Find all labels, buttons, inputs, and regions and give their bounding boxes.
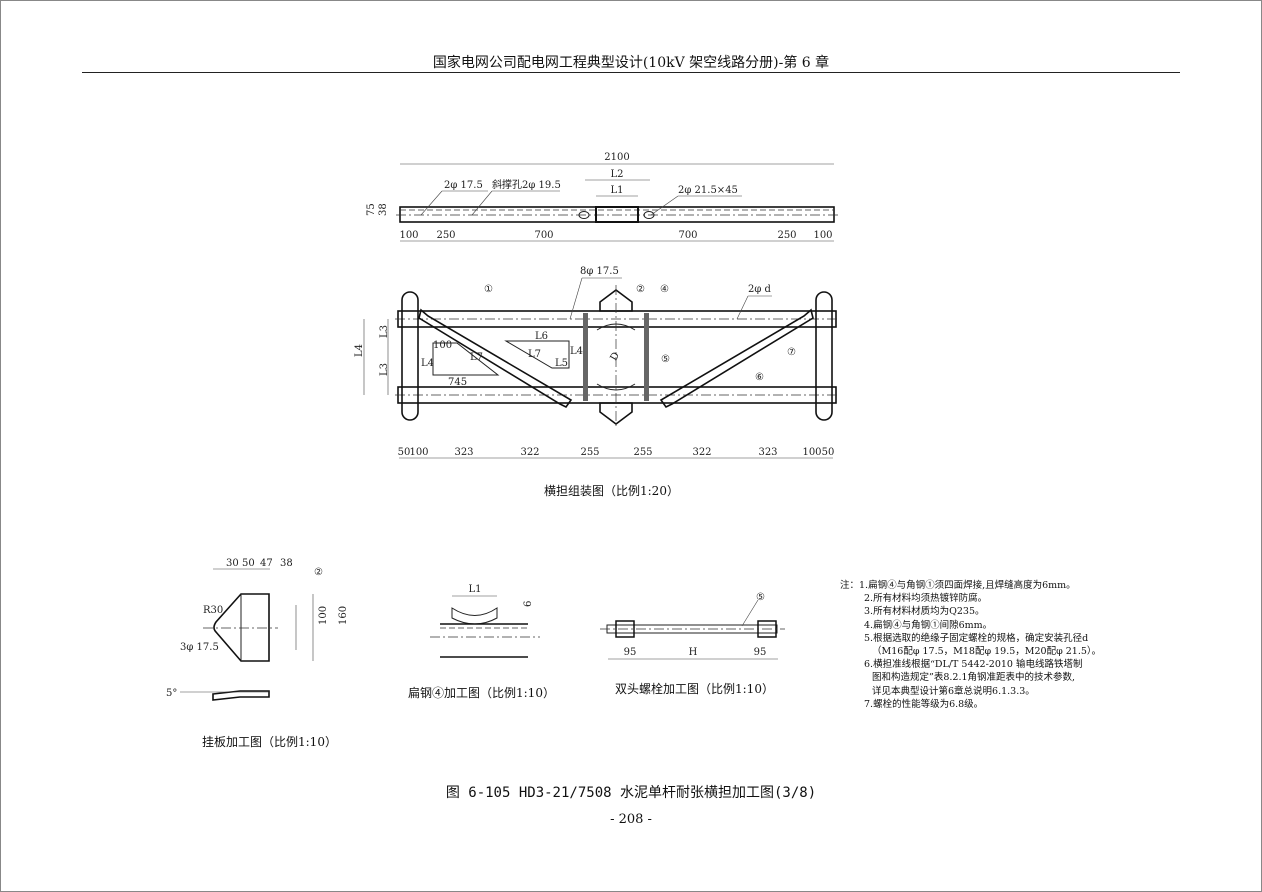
dim-overall: 2100 [604,152,629,163]
plate-drawing: 30 50 47 38 ② R30 3φ 17.5 100 160 5° [166,558,349,701]
part-5-label: ⑤ [756,592,765,603]
part-4-label: ④ [660,284,669,295]
dim-label: 323 [454,447,473,458]
tri1-bottom: 745 [448,377,467,388]
dim-l1: L1 [610,185,623,196]
dim-label: 250 [777,230,796,241]
dim-label: 47 [260,558,273,569]
dim-75: 75 [366,203,377,216]
note-item: 6.横担准线根据“DL/T 5442-2010 输电线路铁塔制 [864,659,1083,671]
note-item: 图和构造规定”表8.2.1角钢准距表中的技术参数, [872,672,1076,684]
dim-l3-bottom: L3 [379,363,390,376]
dim-l2: L2 [610,169,623,180]
part-7-label: ⑦ [787,347,796,358]
header-rule [82,72,1180,73]
flat-steel-caption: 扁钢④加工图（比例1:10） [408,686,555,700]
stud-bolt-caption: 双头螺栓加工图（比例1:10） [615,682,774,696]
note-item: 详见本典型设计第6章总说明6.1.3.3。 [872,685,1035,697]
dim-38: 38 [378,203,389,216]
stud-bolt-drawing: ⑤ 95 H 95 [600,592,785,660]
note-item: 5.根据选取的绝缘子固定螺栓的规格，确定安装孔径d [864,632,1089,644]
tri1-side: L4 [421,358,434,369]
dim-label: 100 [399,230,418,241]
dim-label: H [689,647,698,658]
plate-caption: 挂板加工图（比例1:10） [202,735,337,749]
notes-label: 注： [840,580,860,591]
dim-label: 322 [692,447,711,458]
dim-thickness: 6 [523,601,534,607]
hole-label-2: 斜撑孔2φ 19.5 [492,178,561,191]
tri2-bottom: L5 [555,358,568,369]
note-item: 2.所有材料均须热镀锌防腐。 [864,593,988,605]
tri2-hyp: L7 [528,349,541,360]
dim-label: 700 [678,230,697,241]
note-item: 1.扁钢④与角钢①须四面焊接,且焊缝高度为6mm。 [859,580,1076,591]
bolt-holes-label: 8φ 17.5 [580,266,619,277]
assembly-caption: 横担组装图（比例1:20） [544,484,679,498]
note-item: 4.扁钢④与角钢①间隙6mm。 [864,619,993,631]
dim-label: 250 [436,230,455,241]
dim-label: 95 [754,647,767,658]
assembly-view: 100 L4 L7 745 L6 L4 L7 L5 D 8φ 17.5 2φ d… [354,266,840,459]
diameter-label: D [609,351,623,363]
note-item: （M16配φ 17.5，M18配φ 19.5，M20配φ 21.5）。 [872,646,1102,658]
flat-steel-drawing: L1 6 [430,584,540,658]
tri2-top: L6 [535,331,548,342]
part-6-label: ⑥ [755,372,764,383]
figure-caption: 图 6-105 HD3-21/7508 水泥单杆耐张横担加工图(3/8) [445,785,817,801]
dim-label: 700 [534,230,553,241]
part-2-label: ② [314,567,323,578]
dim-160: 160 [338,606,349,625]
part-5-label: ⑤ [661,354,670,365]
note-item: 7.螺栓的性能等级为6.8级。 [864,698,984,710]
notes: 注：1.扁钢④与角钢①须四面焊接,且焊缝高度为6mm。 2.所有材料均须热镀锌防… [840,579,1101,711]
radius-label: R30 [203,605,223,616]
dim-label: 322 [520,447,539,458]
holes-label: 3φ 17.5 [180,642,219,653]
dim-label: 255 [580,447,599,458]
tri2-side: L4 [570,346,583,357]
dim-label: 50 [242,558,255,569]
note-item: 3.所有材料材质均为Q235。 [864,606,985,618]
dim-label: 50 [822,447,835,458]
part-1-label: ① [484,284,493,295]
dim-label: 255 [633,447,652,458]
dim-label: 95 [624,647,637,658]
tri1-hyp: L7 [470,352,483,363]
tri1-top: 100 [433,340,452,351]
dim-label: 30 [226,558,239,569]
dim-l1: L1 [468,584,481,595]
dim-label: 100 [813,230,832,241]
page-header: 国家电网公司配电网工程典型设计(10kV 架空线路分册)-第 6 章 [432,55,830,71]
part-2-label: ② [636,284,645,295]
angle-label: 5° [166,688,177,699]
hole-label-1: 2φ 17.5 [444,180,483,191]
dim-label: 100 [802,447,821,458]
dim-l3-top: L3 [379,325,390,338]
dim-label: 38 [280,558,293,569]
dim-100: 100 [318,606,329,625]
hole-d-label: 2φ d [748,284,772,295]
dim-label: 323 [758,447,777,458]
top-view: 2100 L2 L1 2φ 17.5 斜撑孔2φ 19.5 2φ 21.5×45… [366,152,838,242]
dim-l4: L4 [354,344,365,357]
hole-label-3: 2φ 21.5×45 [678,185,738,196]
dim-label: 100 [409,447,428,458]
page-number: - 208 - [610,812,652,827]
dim-label: 50 [398,447,411,458]
